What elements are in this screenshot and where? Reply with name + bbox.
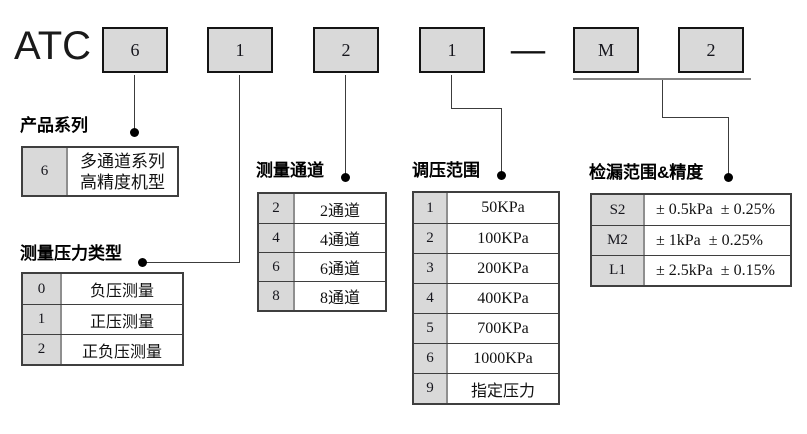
desc-cell: 400KPa — [477, 289, 529, 307]
table-row: 1 正压测量 — [23, 304, 182, 334]
table-row: 2 正负压测量 — [23, 334, 182, 364]
table-row: L1 ± 2.5kPa ± 0.15% — [592, 255, 790, 285]
desc-cell: 200KPa — [477, 259, 529, 277]
desc-cell: 指定压力 — [470, 382, 535, 400]
code-cell: 6 — [414, 344, 448, 373]
table-row: 2 2通道 — [259, 194, 385, 223]
table-row: 4 400KPa — [414, 283, 558, 313]
code-cell: 2 — [23, 335, 62, 364]
code-cell: 5 — [414, 314, 448, 343]
section-title-channels: 测量通道 — [256, 161, 324, 180]
code-cell: 6 — [259, 253, 295, 281]
product-series-table: 6 多通道系列 高精度机型 — [21, 146, 179, 197]
code-box-channels: 2 — [313, 27, 379, 73]
code-box-series: 6 — [102, 27, 168, 73]
table-row: S2 ± 0.5kPa ± 0.25% — [592, 195, 790, 225]
code-cell: 1 — [23, 305, 62, 334]
desc-cell: ± 1kPa ± 0.25% — [656, 231, 763, 249]
code-cell: 3 — [414, 254, 448, 283]
code-cell: 0 — [23, 274, 62, 304]
table-row: 4 4通道 — [259, 223, 385, 252]
code-cell: 9 — [414, 374, 448, 403]
code-box-pressure-type: 1 — [207, 27, 273, 73]
table-row: 6 多通道系列 高精度机型 — [23, 148, 177, 195]
code-cell: S2 — [592, 195, 645, 225]
table-row: 2 100KPa — [414, 223, 558, 253]
desc-cell: 负压测量 — [89, 283, 154, 300]
code-cell: 4 — [259, 224, 295, 252]
connector-dot — [497, 171, 506, 180]
desc-cell: 700KPa — [477, 319, 529, 337]
desc-cell: 多通道系列 高精度机型 — [80, 151, 165, 192]
desc-cell: 6通道 — [319, 261, 360, 278]
connector-line — [728, 117, 729, 177]
connector-line — [451, 75, 452, 109]
table-row: M2 ± 1kPa ± 0.25% — [592, 225, 790, 255]
code-cell: 2 — [414, 224, 448, 253]
table-row: 3 200KPa — [414, 253, 558, 283]
desc-cell: 50KPa — [481, 199, 525, 216]
connector-line — [501, 108, 502, 174]
code-cell: L1 — [592, 256, 645, 285]
connector-line — [451, 108, 502, 109]
connector-line — [662, 117, 729, 118]
connector-dot — [138, 258, 147, 267]
table-row: 6 6通道 — [259, 252, 385, 281]
pressure-type-table: 0 负压测量 1 正压测量 2 正负压测量 — [21, 272, 184, 366]
pressure-range-table: 1 50KPa 2 100KPa 3 200KPa 4 400KPa 5 700… — [412, 191, 560, 405]
desc-cell: 2通道 — [319, 202, 360, 220]
desc-cell: 正压测量 — [89, 313, 154, 331]
section-title-leak: 检漏范围&精度 — [589, 163, 704, 182]
code-box-leak-digit: 2 — [678, 27, 744, 73]
channels-table: 2 2通道 4 4通道 6 6通道 8 8通道 — [257, 192, 387, 312]
table-row: 6 1000KPa — [414, 343, 558, 373]
table-row: 9 指定压力 — [414, 373, 558, 403]
desc-cell: 8通道 — [319, 290, 360, 307]
connector-line — [134, 75, 135, 132]
code-box-range: 1 — [419, 27, 485, 73]
code-cell: 4 — [414, 284, 448, 313]
table-row: 8 8通道 — [259, 281, 385, 310]
desc-cell: 100KPa — [477, 229, 529, 247]
leak-group-underline — [573, 78, 751, 80]
table-row: 1 50KPa — [414, 193, 558, 223]
section-title-product-series: 产品系列 — [20, 116, 88, 135]
table-row: 0 负压测量 — [23, 274, 182, 304]
desc-cell: 1000KPa — [473, 349, 533, 367]
code-cell: 1 — [414, 193, 448, 223]
connector-line — [142, 262, 240, 263]
desc-cell: 正负压测量 — [81, 343, 162, 361]
connector-line — [345, 75, 346, 177]
brand-text: ATC — [14, 24, 92, 68]
code-box-leak-letter: M — [573, 27, 639, 73]
leak-range-table: S2 ± 0.5kPa ± 0.25% M2 ± 1kPa ± 0.25% L1… — [590, 193, 792, 287]
desc-cell: ± 2.5kPa ± 0.15% — [656, 261, 775, 279]
section-title-range: 调压范围 — [412, 161, 480, 180]
connector-dot — [724, 173, 733, 182]
code-cell: 6 — [23, 148, 68, 195]
code-cell: 8 — [259, 282, 295, 310]
connector-dot — [130, 128, 139, 137]
code-cell: 2 — [259, 194, 295, 223]
desc-cell: 4通道 — [319, 232, 360, 249]
code-cell: M2 — [592, 226, 645, 255]
table-row: 5 700KPa — [414, 313, 558, 343]
section-title-pressure-type: 测量压力类型 — [20, 244, 122, 263]
desc-cell: ± 0.5kPa ± 0.25% — [656, 201, 775, 218]
code-separator-dash: — — [511, 31, 545, 68]
connector-line — [662, 80, 663, 118]
connector-dot — [341, 173, 350, 182]
connector-line — [239, 75, 240, 263]
